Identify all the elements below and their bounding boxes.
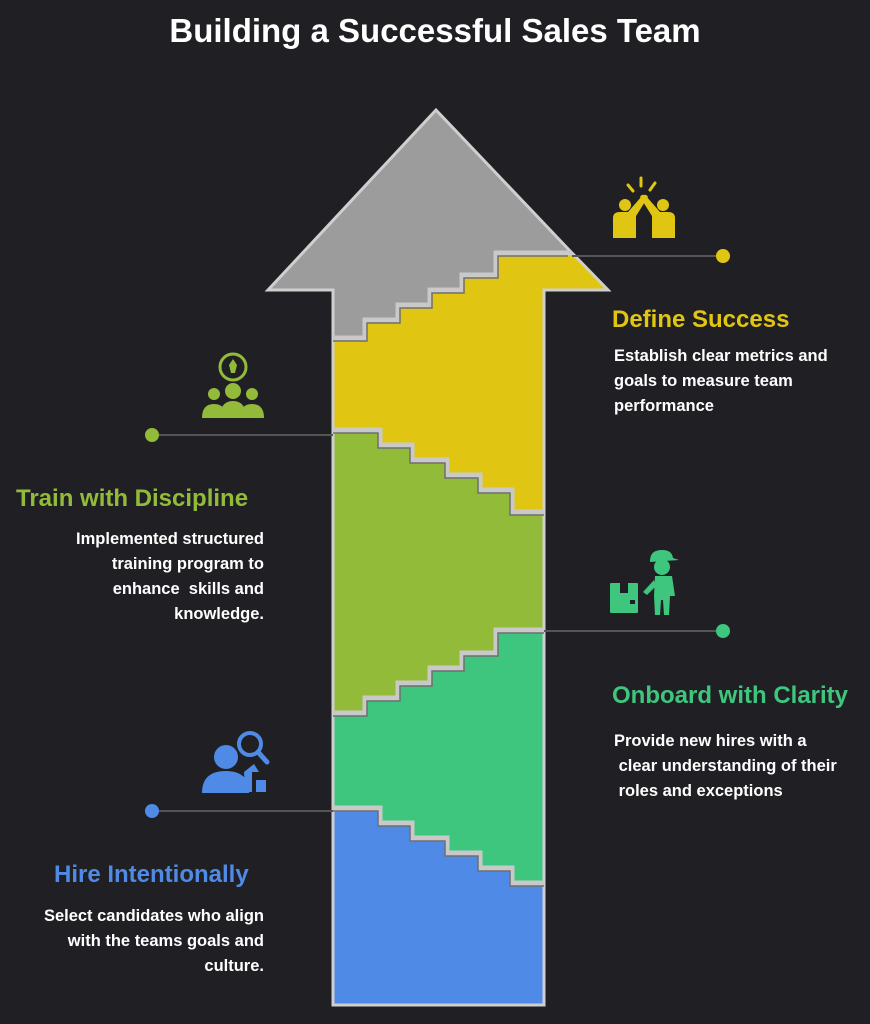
arrow-head: [268, 110, 572, 338]
stage-segment-train-with-discipline: [333, 430, 544, 713]
stage-title-train-with-discipline: Train with Discipline: [16, 485, 249, 512]
stage-segment-onboard-with-clarity: [333, 630, 544, 883]
stage-title-hire-intentionally: Hire Intentionally: [54, 861, 249, 888]
stage-segment-hire-intentionally: [333, 808, 544, 1005]
stage-description-hire-intentionally: Select candidates who align with the tea…: [14, 904, 264, 979]
connector-dot-define-success: [716, 249, 730, 263]
high-five-icon: [613, 176, 675, 238]
description-line: performance: [614, 397, 714, 415]
stage-description-train-with-discipline: Implemented structured training program …: [20, 527, 264, 627]
description-line: Establish clear metrics and: [614, 347, 828, 365]
description-line: with the teams goals and: [67, 932, 264, 950]
step-edge-shadows: [333, 255, 568, 887]
page-title: Building a Successful Sales Team: [169, 12, 701, 49]
step-edge-middle: [333, 627, 544, 716]
stage-segment-define-success: [333, 253, 608, 512]
description-line: roles and exceptions: [614, 782, 783, 800]
stage-title-define-success: Define Success: [612, 306, 790, 333]
description-line: enhance skills and: [112, 580, 264, 598]
description-line: culture.: [204, 957, 264, 975]
stage-title-onboard-with-clarity: Onboard with Clarity: [612, 682, 849, 709]
worker-with-box-icon: [610, 550, 679, 615]
step-edge-lower: [333, 805, 544, 886]
training-group-icon: [202, 352, 264, 418]
connector-dot-onboard-with-clarity: [716, 624, 730, 638]
description-line: knowledge.: [174, 605, 264, 623]
description-line: Implemented structured: [76, 530, 264, 548]
connector-dot-train-with-discipline: [145, 428, 159, 442]
description-line: Provide new hires with a: [614, 732, 807, 750]
description-line: clear understanding of their: [614, 757, 837, 775]
stage-description-onboard-with-clarity: Provide new hires with a clear understan…: [614, 729, 837, 804]
connectors: [145, 249, 730, 818]
step-edges: [333, 250, 572, 886]
description-line: Select candidates who align: [43, 907, 264, 925]
connector-dot-hire-intentionally: [145, 804, 159, 818]
stage-description-define-success: Establish clear metrics and goals to mea…: [614, 344, 828, 419]
description-line: training program to: [111, 555, 264, 573]
arrow-outline: [264, 107, 612, 1007]
candidate-search-icon: [202, 731, 270, 793]
step-edge-top: [333, 250, 572, 341]
step-edge-upper: [333, 427, 544, 515]
description-line: goals to measure team: [614, 372, 793, 390]
